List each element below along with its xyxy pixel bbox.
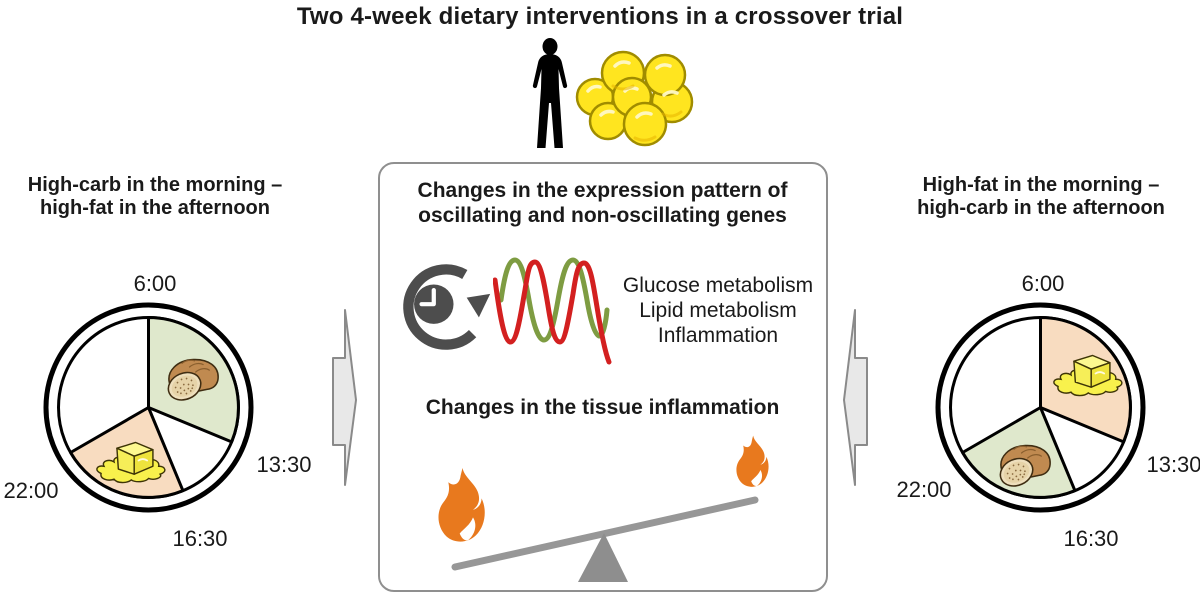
time-label-left-1330: 13:30 [256,452,312,477]
human-silhouette-icon [532,38,568,148]
oscillating-wave-green [498,257,610,343]
circadian-clock-icon [403,264,491,350]
seesaw-fulcrum [578,533,628,582]
panel-heading-line2: oscillating and non-oscillating genes [418,204,787,227]
outcome-item-inflammation: Inflammation [657,324,779,347]
intervention-heading-left-line1: High-carb in the morning – [27,174,283,196]
gene-oscillation-waves-icon [493,257,612,365]
panel-heading: Changes in the expression pattern of osc… [380,178,825,228]
flame-icon-small [736,435,769,487]
intervention-heading-left: High-carb in the morning – high-fat in t… [0,174,310,220]
time-label-right-0600: 6:00 [1021,271,1065,296]
outcome-item-glucose: Glucose metabolism [622,274,814,297]
arrow-right-icon [332,309,357,486]
outcome-list: Glucose metabolism Lipid metabolism Infl… [588,273,848,348]
time-label-left-1630: 16:30 [172,526,228,551]
time-label-right-1630: 16:30 [1063,526,1119,551]
outcome-item-lipid: Lipid metabolism [639,299,797,322]
oscillating-wave-red [493,259,612,365]
time-label-left-2200: 22:00 [3,478,59,503]
panel-subheading: Changes in the tissue inflammation [425,396,780,419]
time-label-right-2200: 22:00 [896,477,952,502]
time-label-right-1330: 13:30 [1146,452,1200,477]
figure-title: Two 4-week dietary interventions in a cr… [296,3,904,30]
flame-icon-large [438,467,485,542]
time-label-left-0600: 6:00 [133,271,177,296]
adipocyte-cluster-icon [575,50,694,147]
intervention-heading-right-line2: high-carb in the afternoon [917,197,1165,219]
inflammation-seesaw [438,435,769,582]
intervention-heading-right: High-fat in the morning – high-carb in t… [886,174,1196,220]
seesaw-plank [451,496,759,571]
intervention-heading-right-line1: High-fat in the morning – [922,174,1160,196]
intervention-heading-left-line2: high-fat in the afternoon [40,197,270,219]
panel-heading-line1: Changes in the expression pattern of [417,179,788,202]
meal-clock-left [43,302,254,513]
center-panel: Changes in the expression pattern of osc… [378,162,828,592]
meal-clock-right [935,302,1146,513]
arrow-left-icon [843,309,868,486]
